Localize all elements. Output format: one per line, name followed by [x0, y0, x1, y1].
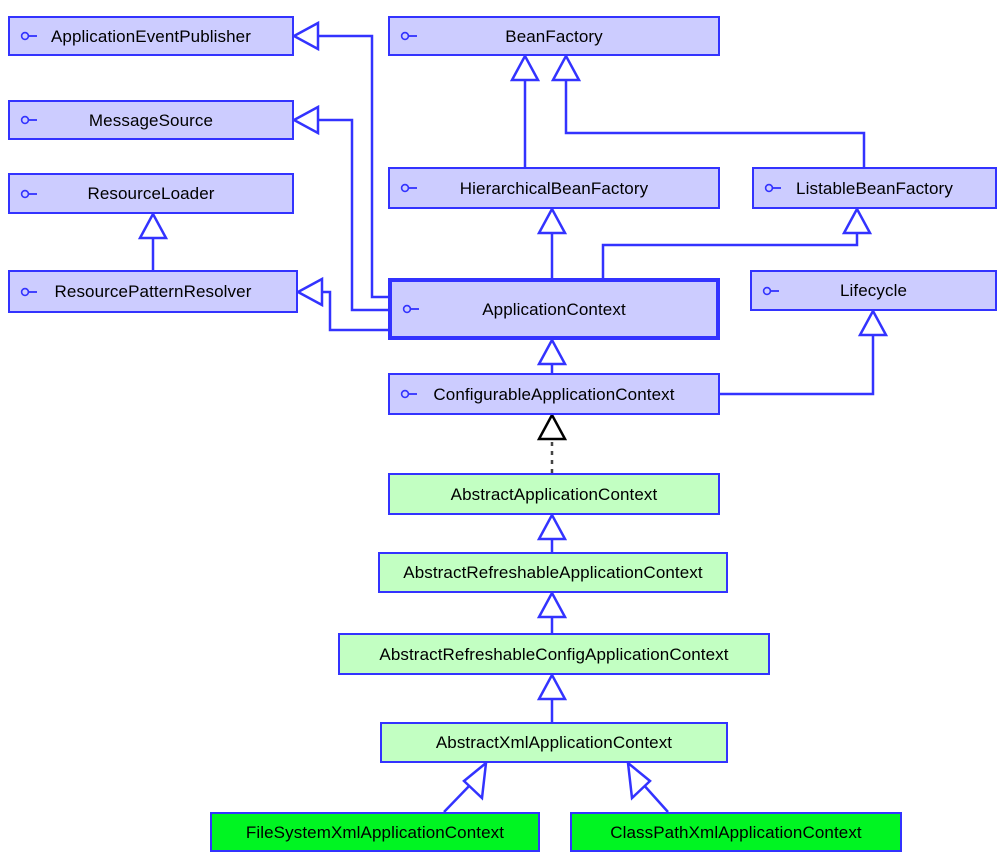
interface-lollipop-icon — [20, 115, 37, 125]
edge-configurableapplicationcontext-to-lifecycle — [720, 308, 889, 396]
interface-lollipop-icon — [20, 31, 37, 41]
uml-node-label: MessageSource — [88, 110, 214, 130]
uml-node-messageSource[interactable]: MessageSource — [8, 100, 294, 140]
uml-node-label: ClassPathXmlApplicationContext — [610, 822, 862, 842]
edge-applicationcontext-to-hierarchicalbeanfactory — [536, 206, 568, 278]
uml-node-label: AbstractXmlApplicationContext — [435, 733, 673, 752]
uml-node-label: ListableBeanFactory — [796, 178, 953, 198]
uml-node-label: Lifecycle — [839, 281, 908, 300]
uml-node-applicationContext[interactable]: ApplicationContext — [388, 278, 720, 340]
uml-node-label: ApplicationEventPublisher — [50, 26, 251, 46]
edge-applicationcontext-to-resourcepatternresolver — [295, 276, 388, 332]
edge-abstractxmlapplicationcontext-to-abstractrefreshableconfigapplicationcontext — [536, 672, 568, 722]
uml-node-resourceLoader[interactable]: ResourceLoader — [8, 173, 294, 214]
uml-node-applicationEventPublisher[interactable]: ApplicationEventPublisher — [8, 16, 294, 56]
interface-lollipop-icon — [400, 31, 417, 41]
interface-lollipop-icon — [20, 189, 37, 198]
edge-filesystemxmlapplicationcontext-to-abstractxmlapplicationcontext — [443, 760, 488, 813]
edge-hierarchicalbeanfactory-to-beanfactory — [509, 53, 541, 167]
uml-node-fileSystemXmlApplicationContext[interactable]: FileSystemXmlApplicationContext — [210, 812, 540, 852]
interface-lollipop-icon — [402, 304, 419, 314]
uml-node-abstractApplicationContext[interactable]: AbstractApplicationContext — [388, 473, 720, 515]
uml-node-lifecycle[interactable]: Lifecycle — [750, 270, 997, 311]
edge-applicationcontext-to-messagesource — [291, 104, 388, 312]
uml-node-label: ResourceLoader — [87, 184, 215, 203]
interface-lollipop-icon — [400, 389, 417, 399]
uml-node-label: ApplicationContext — [482, 299, 626, 319]
interface-lollipop-icon — [20, 287, 37, 296]
uml-node-abstractRefreshableConfigApplicationContext[interactable]: AbstractRefreshableConfigApplicationCont… — [338, 633, 770, 675]
edge-abstractapplicationcontext-to-configurableapplicationcontext — [536, 412, 568, 473]
uml-node-label: ResourcePatternResolver — [54, 282, 252, 301]
uml-node-label: AbstractApplicationContext — [450, 484, 658, 504]
edge-applicationcontext-to-listablebeanfactory — [601, 206, 873, 278]
uml-node-label: AbstractRefreshableConfigApplicationCont… — [379, 644, 729, 664]
uml-node-label: AbstractRefreshableApplicationContext — [403, 563, 703, 582]
edge-abstractrefreshableconfigapplicationcontext-to-abstractrefreshableapplicationcontext — [536, 590, 568, 633]
uml-node-listableBeanFactory[interactable]: ListableBeanFactory — [752, 167, 997, 209]
uml-node-abstractRefreshableApplicationContext[interactable]: AbstractRefreshableApplicationContext — [378, 552, 728, 593]
uml-node-resourcePatternResolver[interactable]: ResourcePatternResolver — [8, 270, 298, 313]
uml-node-label: FileSystemXmlApplicationContext — [245, 822, 505, 842]
edge-configurableapplicationcontext-to-applicationcontext — [536, 337, 568, 373]
edge-listablebeanfactory-to-beanfactory — [550, 53, 866, 167]
interface-lollipop-icon — [400, 183, 417, 193]
uml-node-label: BeanFactory — [505, 26, 603, 46]
uml-node-label: HierarchicalBeanFactory — [459, 178, 649, 198]
interface-lollipop-icon — [762, 286, 779, 295]
uml-node-beanFactory[interactable]: BeanFactory — [388, 16, 720, 56]
uml-node-label: ConfigurableApplicationContext — [433, 384, 675, 404]
edge-resourcepatternresolver-to-resourceloader — [137, 211, 169, 270]
uml-node-abstractXmlApplicationContext[interactable]: AbstractXmlApplicationContext — [380, 722, 728, 763]
interface-lollipop-icon — [764, 183, 781, 193]
edge-classpathxmlapplicationcontext-to-abstractxmlapplicationcontext — [626, 760, 669, 813]
uml-node-configurableApplicationContext[interactable]: ConfigurableApplicationContext — [388, 373, 720, 415]
uml-node-hierarchicalBeanFactory[interactable]: HierarchicalBeanFactory — [388, 167, 720, 209]
edge-applicationcontext-to-applicationeventpublisher — [291, 20, 388, 299]
uml-node-classPathXmlApplicationContext[interactable]: ClassPathXmlApplicationContext — [570, 812, 902, 852]
edge-abstractrefreshableapplicationcontext-to-abstractapplicationcontext — [536, 512, 568, 552]
